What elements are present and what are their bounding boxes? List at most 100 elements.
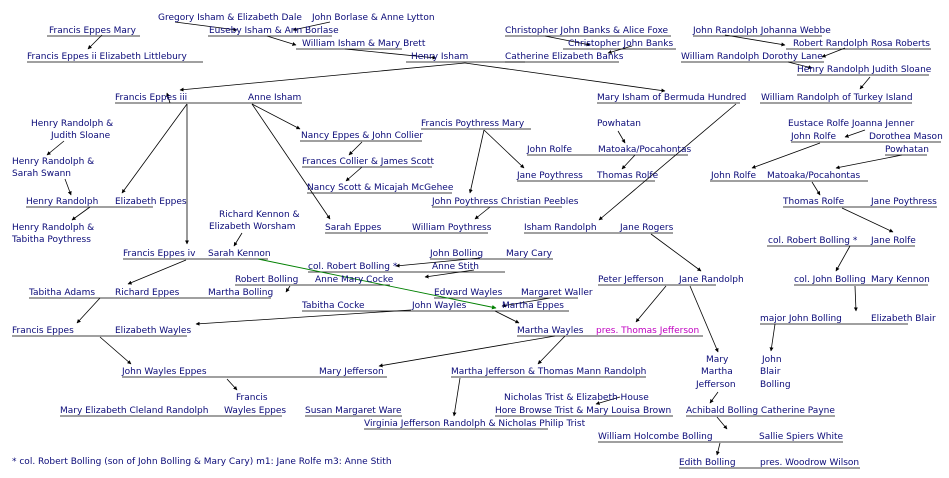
- person-label-n57: col. Robert Bolling *: [308, 262, 398, 272]
- descent-arrow: [87, 34, 103, 50]
- descent-arrow: [483, 129, 525, 169]
- person-label-n12: Robert Randolph Rosa Roberts: [793, 39, 930, 49]
- person-label-n25: John Rolfe: [791, 132, 836, 142]
- person-label-n74: Elizabeth Blair: [871, 314, 936, 324]
- person-label-n63: col. John Bolling: [794, 275, 866, 285]
- person-label-n44: Elizabeth Worsham: [209, 222, 296, 232]
- person-label-n5: William Isham & Mary Brett: [302, 39, 426, 49]
- descent-arrow: [716, 416, 728, 430]
- descent-arrow: [598, 103, 737, 221]
- person-label-n70: Tabitha Cocke: [302, 301, 365, 311]
- person-label-n15: Francis Eppes iii: [115, 93, 188, 103]
- person-label-n28: Matoaka/Pocahontas: [598, 145, 692, 155]
- person-label-n84: Bolling: [760, 380, 791, 390]
- person-label-n51: col. Robert Bolling *: [768, 236, 858, 246]
- descent-arrow: [378, 335, 556, 368]
- descent-arrow: [835, 245, 851, 272]
- descent-arrow: [46, 140, 65, 156]
- person-label-n99: pres. Woodrow Wilson: [760, 458, 860, 468]
- descent-arrow: [621, 154, 636, 170]
- person-label-n14: Henry Randolph Judith Sloane: [797, 65, 932, 75]
- person-label-n18: William Randolph of Turkey Island: [761, 93, 913, 103]
- descent-arrow: [841, 207, 894, 233]
- person-label-n41: Thomas Rolfe: [783, 197, 845, 207]
- person-label-n29: Powhatan: [885, 145, 929, 155]
- descent-arrow: [715, 442, 721, 456]
- person-label-n94: Achibald Bolling Catherine Payne: [686, 406, 835, 416]
- descent-arrow: [853, 285, 858, 312]
- person-label-n93: Hore Browse Trist & Mary Louisa Brown: [495, 406, 672, 416]
- person-label-n91: Wayles Eppes: [224, 406, 287, 416]
- descent-arrow: [76, 297, 101, 324]
- person-label-n40: John Poythress Christian Peebles: [432, 197, 579, 207]
- person-label-n54: Sarah Kennon: [208, 249, 271, 259]
- descent-arrow: [494, 310, 520, 324]
- descent-arrow: [635, 285, 667, 323]
- descent-arrow: [751, 142, 821, 169]
- descent-arrow: [174, 21, 238, 32]
- person-label-n83: Blair: [760, 367, 781, 377]
- person-label-n97: Sallie Spiers White: [759, 432, 844, 442]
- person-label-n24: Eustace Rolfe Joanna Jenner: [788, 119, 915, 129]
- descent-arrow: [71, 206, 91, 221]
- person-label-n75: Francis Eppes: [12, 326, 74, 336]
- person-label-n9: Christopher John Banks: [568, 39, 674, 49]
- descent-arrow: [811, 181, 821, 196]
- person-label-n42: Jane Poythress: [871, 197, 937, 207]
- person-label-n4: Euseby Isham & Ann Borlase: [209, 26, 339, 36]
- descent-arrow: [617, 130, 626, 144]
- person-label-n47: Sarah Eppes: [325, 223, 382, 233]
- person-label-n96: William Holcombe Bolling: [598, 432, 713, 442]
- descent-arrow: [127, 259, 187, 285]
- person-label-n2: Gregory Isham & Elizabeth Dale: [158, 13, 302, 23]
- descent-arrow: [689, 285, 719, 353]
- person-label-n89: Nicholas Trist & Elizabeth House: [504, 393, 649, 403]
- person-label-n30: Henry Randolph &: [12, 157, 95, 167]
- person-label-n37: Nancy Scott & Micajah McGehee: [307, 183, 454, 193]
- descent-arrow: [821, 47, 846, 58]
- descent-arrow: [292, 21, 331, 32]
- descent-arrow: [835, 154, 903, 170]
- descent-arrow: [424, 269, 475, 279]
- descent-arrow: [344, 48, 437, 60]
- person-label-n61: Robert Bolling: [235, 275, 299, 285]
- person-label-n68: Edward Wayles: [434, 288, 503, 298]
- footnote: * col. Robert Bolling (son of John Bolli…: [12, 457, 392, 467]
- descent-arrow: [195, 309, 412, 326]
- person-label-n78: pres. Thomas Jefferson: [596, 326, 700, 336]
- descent-arrow: [595, 396, 621, 405]
- descent-arrow: [724, 34, 786, 47]
- person-label-n92: Susan Margaret Ware: [305, 406, 402, 416]
- person-label-n43: Richard Kennon &: [219, 210, 300, 220]
- person-label-n11: John Randolph Johanna Webbe: [693, 26, 831, 36]
- person-label-n73: major John Bolling: [760, 314, 842, 324]
- descent-arrow: [179, 62, 466, 92]
- person-label-n82: John: [762, 355, 782, 365]
- person-label-n39: Elizabeth Eppes: [115, 197, 187, 207]
- descent-arrow: [452, 377, 461, 417]
- green-relation-arrow: [257, 258, 497, 310]
- person-label-n17: Mary Isham of Bermuda Hundred: [597, 93, 747, 103]
- person-label-n53: Francis Eppes iv: [123, 249, 196, 259]
- descent-arrow: [844, 129, 866, 138]
- descent-arrow: [537, 335, 566, 365]
- descent-arrow: [266, 35, 297, 46]
- person-label-n88: Francis: [236, 393, 268, 403]
- descent-arrow: [859, 76, 871, 90]
- descent-arrow: [251, 103, 301, 130]
- person-label-n49: Isham Randolph: [524, 223, 597, 233]
- descent-arrow: [650, 233, 702, 272]
- person-label-n69: Margaret Waller: [521, 288, 593, 298]
- person-label-n98: Edith Bolling: [679, 458, 736, 468]
- person-label-n80: Martha: [701, 367, 733, 377]
- descent-arrow: [464, 62, 666, 93]
- person-label-n36: Matoaka/Pocahontas: [767, 171, 861, 181]
- descent-arrow: [166, 92, 171, 104]
- descent-arrow: [348, 141, 363, 156]
- person-label-n55: John Bolling: [430, 249, 484, 259]
- person-label-n26: Dorothea Mason: [869, 132, 943, 142]
- person-label-n23: Powhatan: [597, 119, 641, 129]
- person-label-n87: Martha Jefferson & Thomas Mann Randolph: [451, 367, 647, 377]
